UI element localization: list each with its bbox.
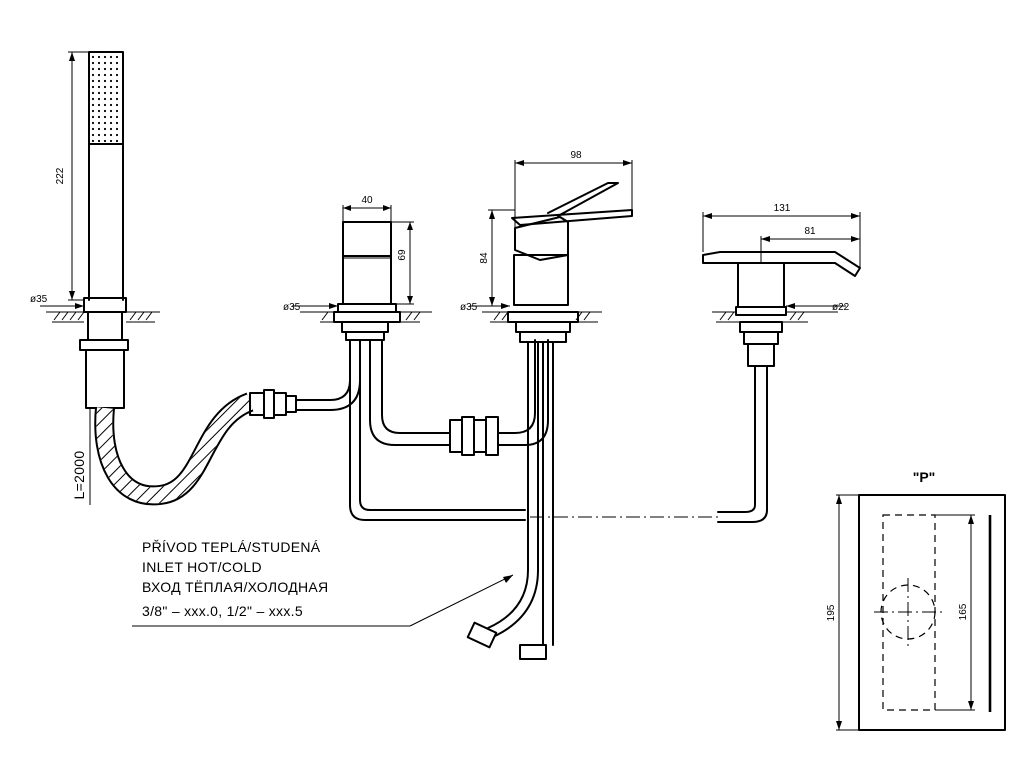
detail-p-title: "P"	[913, 469, 936, 485]
dim-diverter-width-text: 40	[361, 195, 373, 206]
inlet-note-line3: ВХОД ТЁПЛАЯ/ХОЛОДНАЯ	[142, 579, 328, 595]
inlet-note: PŘÍVOD TEPLÁ/STUDENÁ INLET HOT/COLD ВХОД…	[132, 539, 514, 627]
dim-hose-length-text: L=2000	[71, 451, 87, 500]
detail-p-outer-height: 195	[826, 604, 837, 621]
dim-shower-dia-text: ø35	[30, 294, 48, 305]
hand-shower	[79, 51, 129, 409]
dimension-hose-length: L=2000	[71, 408, 91, 505]
dim-spout-reach-text: 81	[804, 226, 816, 237]
dimension-spout: 131 81	[702, 203, 861, 268]
dim-spout-dia-text: ø22	[832, 302, 850, 313]
inlet-note-line2: INLET HOT/COLD	[142, 559, 262, 575]
dim-diverter-dia-text: ø35	[283, 302, 301, 313]
deck-diverter: ø35	[283, 302, 432, 323]
inlet-note-line4: 3/8" – xxx.0, 1/2" – xxx.5	[142, 603, 303, 619]
detail-p-inner-height: 165	[958, 603, 969, 620]
dim-shower-height-text: 222	[55, 167, 66, 184]
coupling-fitting	[449, 339, 549, 456]
deck-shower: ø35	[30, 294, 160, 323]
spout	[702, 251, 861, 523]
diverter-unit	[333, 221, 526, 521]
dimension-mixer: 98 84	[479, 150, 633, 307]
dim-spout-length-text: 131	[774, 203, 791, 214]
deck-spout: ø22	[712, 302, 850, 323]
detail-p: "P" 195 165	[826, 469, 1006, 731]
mixer-body	[466, 182, 633, 660]
dim-mixer-dia-text: ø35	[460, 302, 478, 313]
dimension-diverter: 40 69	[342, 195, 414, 305]
dim-mixer-width-text: 98	[570, 150, 582, 161]
dimension-shower-height: 222	[55, 51, 89, 301]
dim-diverter-height-text: 69	[397, 249, 408, 261]
inlet-note-line1: PŘÍVOD TEPLÁ/STUDENÁ	[142, 539, 321, 555]
dim-mixer-height-text: 84	[479, 252, 490, 264]
flexible-hose	[94, 339, 361, 506]
